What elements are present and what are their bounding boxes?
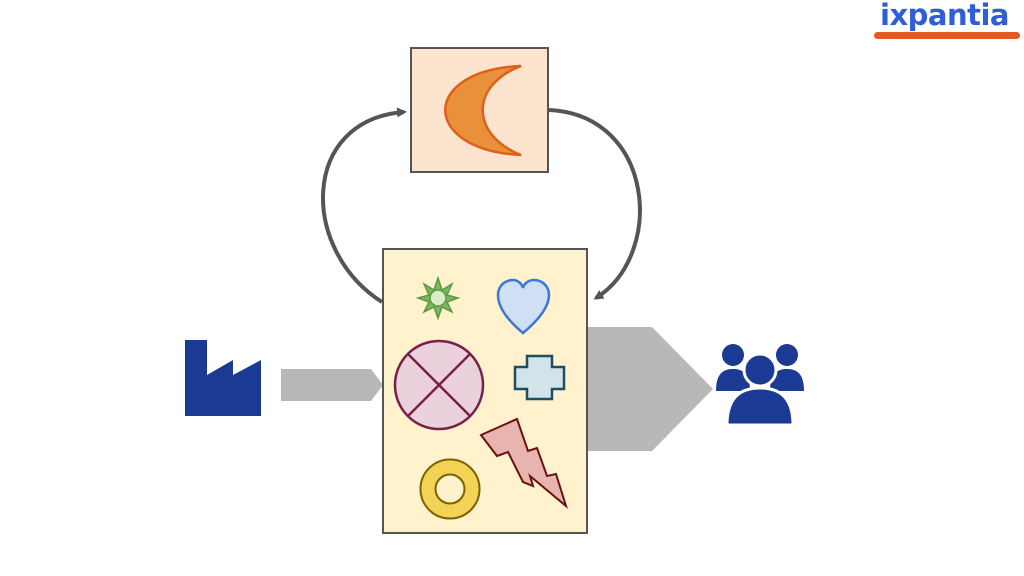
brand-name: ixpantia [880,0,1010,32]
crescent-icon [444,64,522,157]
brand-underline [874,32,1020,39]
input-arrow [281,369,383,401]
product-box [382,248,588,534]
lightning-icon [479,417,568,509]
cross-icon [513,354,566,401]
sun-icon [415,275,461,321]
users-group-icon [716,344,804,427]
output-arrow [587,327,713,451]
transform-box [410,47,549,173]
curved-arrow-up [321,107,407,304]
curved-arrow-down [548,108,642,300]
heart-icon [496,278,551,335]
ring-icon [419,458,481,520]
factory-icon [185,340,261,416]
brand-logo: ixpantia [874,0,1020,44]
crossed-circle-icon [393,339,485,431]
